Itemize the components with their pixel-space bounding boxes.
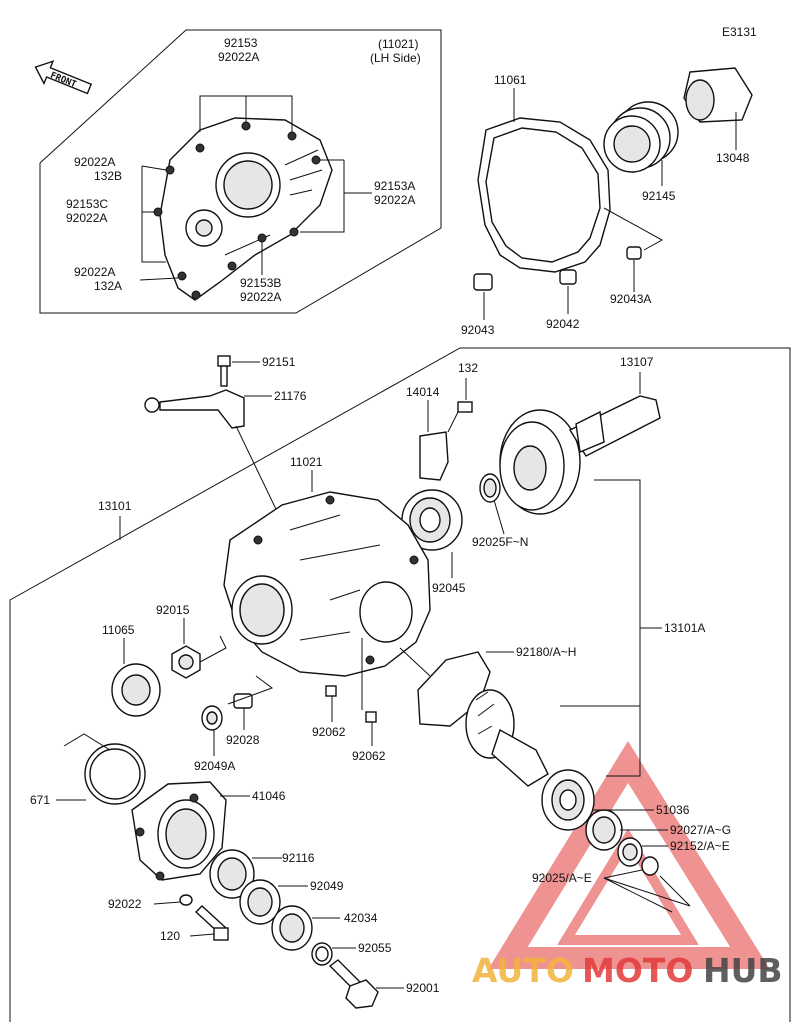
inset-left-c-1: 92022A [74,265,115,279]
watermark-auto: AUTO [472,951,574,990]
label-11065: 11065 [102,623,135,637]
seal-92116: 92116 [209,849,315,899]
seal-92049a: 92049A [194,705,235,773]
label-92022: 92022 [108,897,142,911]
label-92055: 92055 [358,941,392,955]
inset-left-b-1: 92153C [66,197,108,211]
housing-11021: 11021 [223,455,431,677]
label-120: 120 [160,929,180,943]
label-92062-a: 92062 [312,725,346,739]
label-92043A: 92043A [610,292,651,306]
label-92145: 92145 [642,189,676,203]
watermark-triangle [488,741,770,969]
label-92028: 92028 [226,733,260,747]
seal-92049: 92049 [239,879,344,925]
assembly-box [9,347,791,1022]
label-13048: 13048 [716,151,750,165]
label-92116: 92116 [282,851,315,865]
shim-92025ae: 92025/A~E [532,869,691,913]
label-92151: 92151 [262,355,296,369]
inset-bottom-2: 92022A [240,290,281,304]
washer-92022: 92022 [108,894,193,911]
diagram-code: E3131 [722,25,757,39]
watermark-logo: AUTO MOTO HUB [472,951,783,990]
inset-header-number: (11021) [378,37,418,51]
label-92043: 92043 [461,323,495,337]
label-671: 671 [30,793,50,807]
bearing-51036: 51036 [541,769,690,831]
inset-top-2: 92022A [218,50,259,64]
shims-92027-92152: 92027/A~G 92152/A~E [585,809,731,876]
inset-left-a-2: 132B [94,169,122,183]
label-13101a: 13101A [664,621,705,635]
sensor-21176: 92151 21176 [144,355,307,531]
front-arrow-icon: FRONT [34,60,93,95]
bearing-11065: 11065 [102,623,161,717]
inset-left-b-2: 92022A [66,211,107,225]
bracket-14014: 132 14014 [406,361,478,481]
nut-92015: 92015 [156,603,227,679]
inset-lh-cover: (11021) (LH Side) 92153 92022A 92022A 13… [39,29,442,314]
label-14014: 14014 [406,385,440,399]
label-92152: 92152/A~E [670,839,730,853]
bolt-92001: 92001 [328,959,440,1009]
bolt-120: 120 [160,905,229,943]
inset-right-a-2: 92022A [374,193,415,207]
dowels-cover: 92043 92042 92043A [461,207,664,337]
shim-92025fn: 92025F~N [472,473,528,549]
watermark-hub: HUB [703,951,783,990]
label-92049: 92049 [310,879,344,893]
inset-top-1: 92153 [224,36,258,50]
label-41046: 41046 [252,789,286,803]
sleeve-13048: 13048 [683,67,753,165]
label-92001: 92001 [406,981,440,995]
label-21176: 21176 [274,389,307,403]
label-11061: 11061 [494,73,527,87]
gasket-11061: 11061 [477,73,611,273]
label-92015: 92015 [156,603,190,617]
label-42034: 42034 [344,911,378,925]
bearing-42034: 42034 [271,905,378,951]
label-92025fn: 92025F~N [472,535,528,549]
inset-left-c-2: 132A [94,279,122,293]
label-92180: 92180/A~H [516,645,576,659]
label-92062-b: 92062 [352,749,386,763]
label-132: 132 [458,361,478,375]
inset-header-side: (LH Side) [370,51,421,65]
ring-92055: 92055 [311,941,392,966]
spring-92145: 92145 [603,101,679,203]
collar-92028: 92028 [226,675,274,747]
label-92025ae: 92025/A~E [532,871,592,885]
watermark-moto: MOTO [582,951,693,990]
inset-left-a-1: 92022A [74,155,115,169]
inset-bottom-1: 92153B [240,276,281,290]
label-13101: 13101 [98,499,132,513]
label-92042: 92042 [546,317,580,331]
plugs-92062: 92062 92062 [312,638,386,763]
inset-right-a-1: 92153A [374,179,415,193]
label-92027: 92027/A~G [670,823,731,837]
bevel-gear-13101a [465,689,549,787]
gear-13107: 13107 [499,355,661,515]
label-11021: 11021 [290,455,323,469]
housing-41046: 41046 [131,781,286,881]
label-51036: 51036 [656,803,690,817]
label-92045: 92045 [432,581,466,595]
bearing-92045: 92045 [401,489,466,595]
oring-671: 671 [30,733,146,807]
label-13107: 13107 [620,355,654,369]
label-92049a: 92049A [194,759,235,773]
